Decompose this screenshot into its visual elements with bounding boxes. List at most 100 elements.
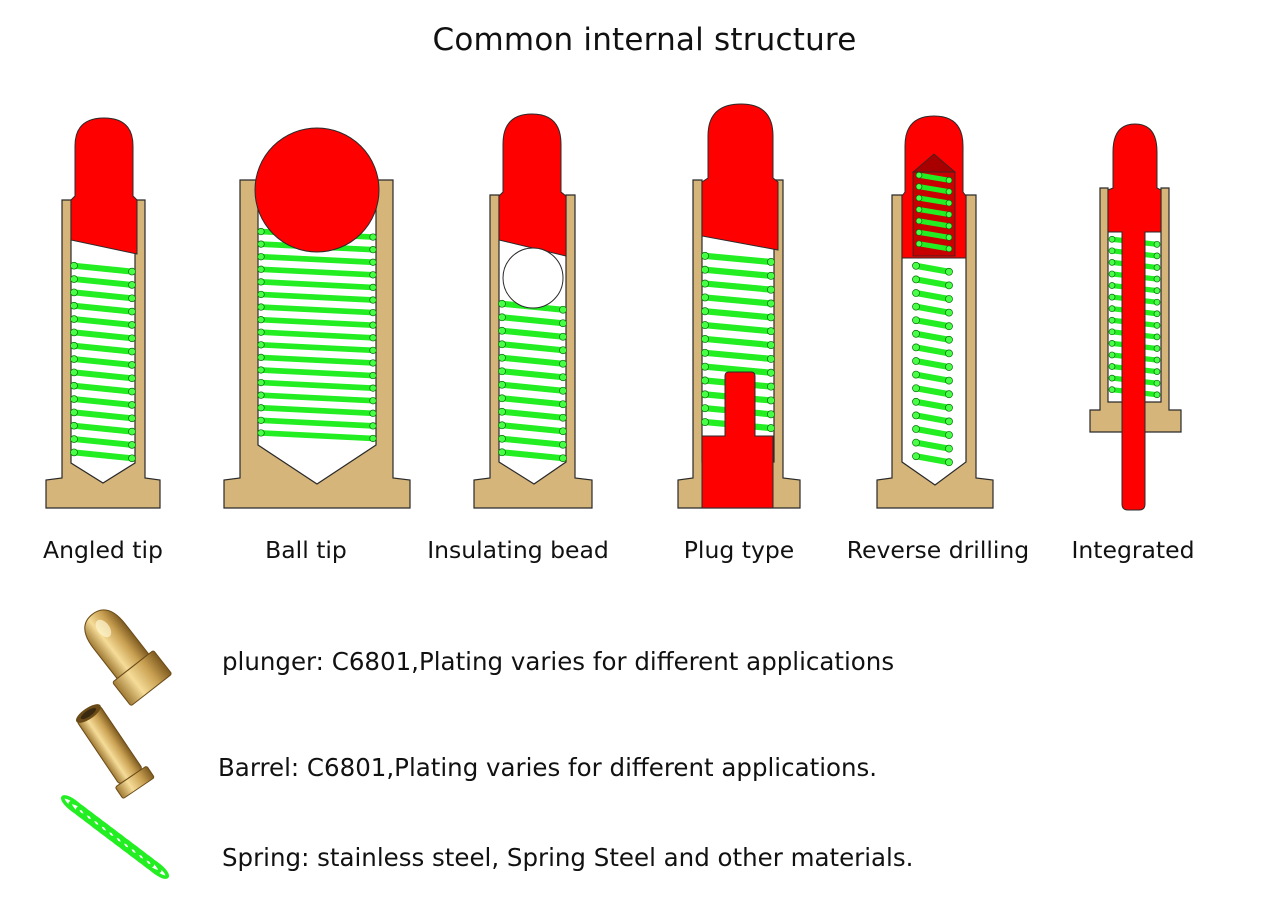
spring-coil-end bbox=[257, 429, 265, 437]
spring-coil bbox=[498, 341, 567, 354]
spring-coil-end bbox=[945, 295, 953, 303]
spring-coil-end bbox=[498, 448, 506, 457]
spring-coil-end bbox=[701, 265, 709, 274]
spring-coil-end bbox=[767, 258, 775, 266]
spring-coil-end bbox=[767, 424, 775, 433]
spring-icon bbox=[60, 795, 170, 879]
spring-coil bbox=[701, 349, 775, 363]
insulating-bead-diagram bbox=[473, 113, 593, 509]
spring-coil-end bbox=[559, 332, 567, 341]
spring-coil-end bbox=[945, 322, 953, 331]
spring-coil bbox=[498, 395, 567, 408]
spring-coil-end bbox=[945, 458, 953, 467]
spring-coil-end bbox=[767, 285, 775, 294]
spring-coil-end bbox=[70, 261, 78, 270]
spring-coil-end bbox=[767, 271, 775, 280]
spring-coil bbox=[916, 218, 952, 229]
spring-coil-end bbox=[945, 188, 953, 195]
spring-coil-end bbox=[1153, 252, 1161, 260]
spring-coil bbox=[498, 422, 567, 435]
spring-coil-end bbox=[912, 289, 920, 297]
caption-reverse-drilling: Reverse drilling bbox=[846, 536, 1030, 564]
spring-coil-end bbox=[369, 346, 377, 354]
spring-coil bbox=[258, 417, 376, 429]
integrated-plunger bbox=[1107, 123, 1162, 511]
spring-coil-end bbox=[70, 328, 78, 337]
spring-coil-end bbox=[945, 444, 953, 453]
spring-coil-end bbox=[912, 397, 920, 406]
spring-coil bbox=[912, 412, 953, 425]
spring-coil-end bbox=[559, 305, 567, 314]
spring-coil-end bbox=[945, 281, 953, 290]
spring-coil-end bbox=[915, 171, 923, 179]
spring-coil-end bbox=[70, 288, 78, 297]
spring-coil-end bbox=[128, 427, 136, 436]
spring-coil-end bbox=[915, 240, 923, 248]
spring-coil-end bbox=[915, 206, 923, 213]
caption-angled-tip: Angled tip bbox=[43, 536, 163, 564]
spring-coil-end bbox=[559, 400, 567, 409]
spring-coil bbox=[258, 392, 376, 404]
spring-coil-end bbox=[369, 409, 377, 417]
spring-coil bbox=[498, 449, 567, 462]
reverse-drilling-barrel bbox=[876, 194, 994, 509]
spring-coil-end bbox=[70, 408, 78, 417]
spring-coil-end bbox=[945, 267, 953, 276]
angled-tip-spring bbox=[70, 261, 136, 463]
spring-coil-end bbox=[498, 434, 506, 443]
spring-coil-end bbox=[498, 299, 506, 308]
page-title: Common internal structure bbox=[432, 22, 857, 58]
spring-coil-end bbox=[498, 367, 506, 376]
caption-integrated: Integrated bbox=[1071, 536, 1195, 564]
spring-coil bbox=[912, 357, 953, 371]
reverse-drilling-cone bbox=[911, 153, 957, 173]
spring-coil-end bbox=[70, 341, 78, 350]
spring-coil-end bbox=[128, 267, 136, 276]
spring-coil-end bbox=[912, 370, 920, 379]
spring-coil bbox=[71, 329, 135, 342]
spring-coil-end bbox=[767, 382, 775, 391]
spring-coil-end bbox=[945, 376, 953, 385]
spring-coil-end bbox=[912, 357, 920, 365]
spring-coil-end bbox=[70, 421, 78, 430]
spring-coil-end bbox=[498, 394, 506, 403]
spring-coil bbox=[258, 266, 376, 278]
spring-coil-end bbox=[559, 373, 567, 382]
spring-coil bbox=[701, 308, 775, 321]
spring-coil bbox=[258, 279, 376, 291]
spring-coil-end bbox=[912, 302, 920, 311]
spring-coil-end bbox=[369, 233, 377, 241]
spring-coil bbox=[498, 327, 567, 340]
spring-coil-end bbox=[257, 404, 265, 412]
spring-coil-end bbox=[945, 390, 953, 399]
spring-coil bbox=[916, 172, 952, 183]
spring-coil-end bbox=[257, 290, 265, 299]
spring-coil-end bbox=[498, 353, 506, 362]
spring-coil-end bbox=[70, 355, 78, 363]
spring-coil-end bbox=[1153, 391, 1161, 399]
spring-coil-end bbox=[701, 335, 709, 343]
spring-coil-end bbox=[257, 391, 265, 399]
spring-coil-end bbox=[1153, 356, 1161, 364]
spring-coil-end bbox=[912, 452, 920, 461]
spring-coil-end bbox=[257, 303, 265, 311]
spring-coil bbox=[71, 422, 135, 435]
spring-coil-end bbox=[945, 199, 953, 207]
spring-coil bbox=[258, 291, 376, 303]
spring-coil-end bbox=[257, 353, 265, 362]
spring-coil bbox=[912, 425, 953, 439]
spring-icon-coil bbox=[142, 857, 170, 879]
spring-coil bbox=[71, 289, 135, 302]
spring-coil bbox=[258, 367, 376, 379]
insulating-bead-spring bbox=[498, 299, 567, 463]
spring-coil bbox=[912, 303, 953, 316]
spring-coil-end bbox=[128, 347, 136, 356]
spring-coil-end bbox=[128, 334, 136, 343]
spring-coil-end bbox=[70, 395, 78, 403]
spring-coil bbox=[71, 276, 135, 288]
spring-coil bbox=[912, 371, 953, 384]
spring-coil bbox=[258, 354, 376, 366]
spring-coil bbox=[912, 317, 953, 330]
spring-coil-end bbox=[369, 334, 377, 342]
spring-coil-end bbox=[257, 416, 265, 424]
